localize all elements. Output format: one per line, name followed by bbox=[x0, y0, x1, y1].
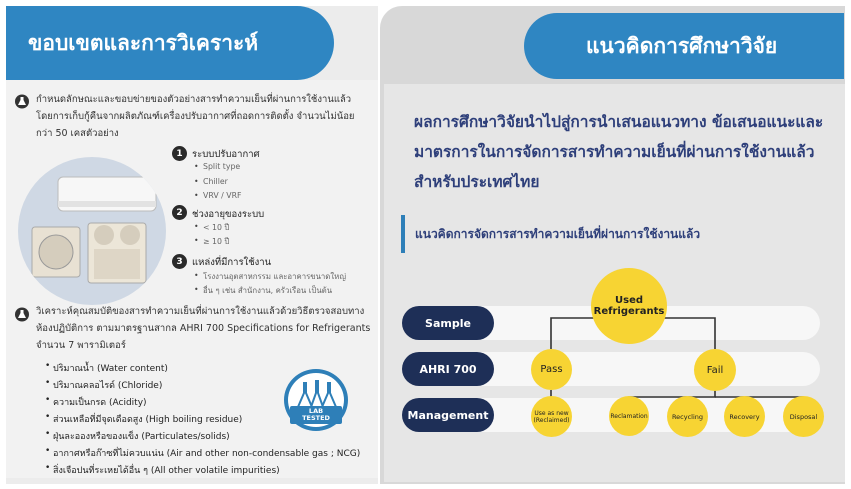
node-fail: Fail bbox=[694, 349, 736, 391]
row-label-sample: Sample bbox=[402, 306, 494, 340]
category-2-item-2: ≥ 10 ปี bbox=[194, 236, 230, 248]
category-3-item-2: อื่น ๆ เช่น สำนักงาน, ครัวเรือน เป็นต้น bbox=[194, 285, 332, 297]
right-title: แนวคิดการศึกษาวิจัย bbox=[524, 13, 844, 79]
category-3-label: แหล่งที่มีการใช้งาน bbox=[192, 257, 272, 268]
category-2-label: ช่วงอายุของระบบ bbox=[192, 209, 265, 220]
flask-icon bbox=[15, 94, 29, 109]
parameter-item: อากาศหรือก๊าซที่ไม่ควบแน่น (Air and othe… bbox=[45, 446, 360, 460]
category-1-label: ระบบปรับอากาศ bbox=[192, 149, 260, 160]
node-used-refrigerants: Used Refrigerants bbox=[591, 268, 667, 344]
row-band-ahri bbox=[432, 352, 820, 386]
node-recovery: Recovery bbox=[724, 396, 765, 437]
parameter-item: ฝุ่นละอองหรือของแข็ง (Particulates/solid… bbox=[45, 429, 230, 443]
category-1-item-3: VRV / VRF bbox=[194, 191, 242, 200]
parameter-item: ปริมาณคลอไรด์ (Chloride) bbox=[45, 378, 162, 392]
category-1-item-1: Split type bbox=[194, 162, 240, 171]
scope-paragraph: กำหนดลักษณะและขอบข่ายของตัวอย่างสารทำควา… bbox=[36, 94, 355, 139]
category-3-item-1: โรงงานอุตสาหกรรม และอาคารขนาดใหญ่ bbox=[194, 271, 346, 283]
concept-accent-bar bbox=[401, 215, 405, 253]
category-2-number: 2 bbox=[172, 205, 187, 220]
concept-heading: แนวคิดการจัดการสารทำความเย็นที่ผ่านการใช… bbox=[415, 227, 701, 241]
category-1-number: 1 bbox=[172, 146, 187, 161]
row-label-ahri-700: AHRI 700 bbox=[402, 352, 494, 386]
air-conditioner-image bbox=[18, 157, 166, 305]
left-title: ขอบเขตและการวิเคราะห์ bbox=[6, 6, 334, 80]
parameter-item: สิ่งเจือปนที่ระเหยได้อื่น ๆ (All other v… bbox=[45, 463, 280, 477]
node-pass: Pass bbox=[531, 349, 572, 390]
category-1-item-2: Chiller bbox=[194, 177, 228, 186]
parameter-item: ความเป็นกรด (Acidity) bbox=[45, 395, 146, 409]
flask-icon bbox=[15, 307, 29, 322]
node-recycling: Recycling bbox=[667, 396, 708, 437]
node-use-as-new: Use as new (Reclaimed) bbox=[531, 396, 572, 437]
row-label-management: Management bbox=[402, 398, 494, 432]
analysis-paragraph: วิเคราะห์คุณสมบัติของสารทำความเย็นที่ผ่า… bbox=[36, 306, 371, 351]
research-result-text: ผลการศึกษาวิจัยนำไปสู่การนำเสนอแนวทาง ข้… bbox=[414, 113, 824, 191]
parameter-item: ส่วนเหลือที่มีจุดเดือดสูง (High boiling … bbox=[45, 412, 242, 426]
parameter-item: ปริมาณน้ำ (Water content) bbox=[45, 361, 168, 375]
node-disposal: Disposal bbox=[783, 396, 824, 437]
category-3-number: 3 bbox=[172, 254, 187, 269]
category-2-item-1: < 10 ปี bbox=[194, 222, 230, 234]
node-reclamation: Reclamation bbox=[609, 396, 649, 436]
lab-tested-label: LAB TESTED bbox=[290, 406, 342, 424]
